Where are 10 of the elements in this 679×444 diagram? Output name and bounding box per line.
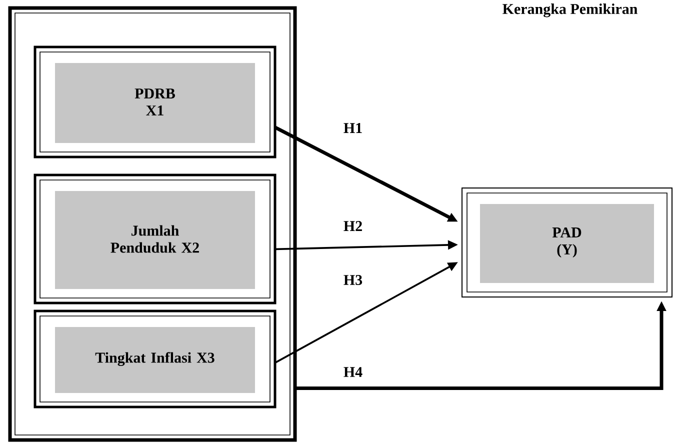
edge-label: H3 [344, 274, 362, 286]
variable-box: Jumlah Penduduk X2 [34, 174, 276, 304]
edge-label: H4 [344, 367, 362, 377]
title: Kerangka Pemikiran [502, 4, 638, 18]
edge-label: H2 [344, 221, 362, 231]
variable-box: PDRB X1 [34, 46, 276, 158]
outer-box [8, 6, 297, 442]
variable-box: Tingkat Inflasi X3 [34, 310, 276, 408]
outcome-box: PAD (Y) [462, 188, 673, 298]
edge-label: H1 [344, 123, 362, 133]
